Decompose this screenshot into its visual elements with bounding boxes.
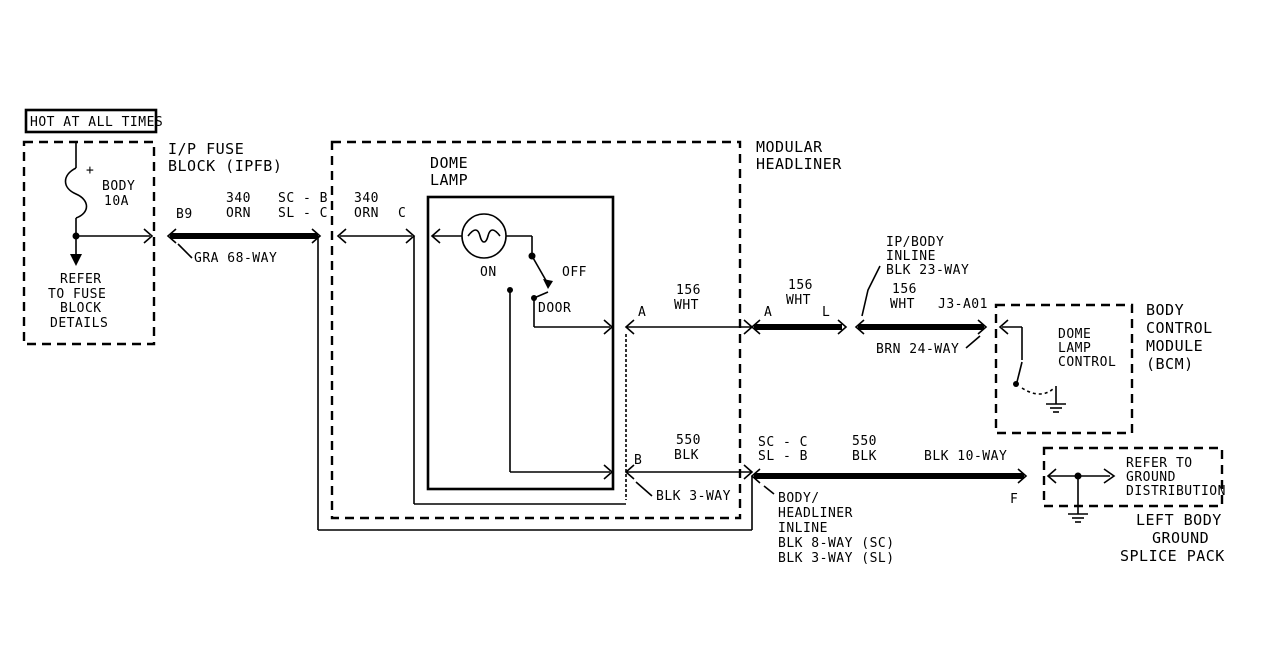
svg-text:BLK 3-WAY (SL): BLK 3-WAY (SL) [778,551,895,566]
connector-brn-24-way: BRN 24-WAY [876,342,959,357]
ground-distribution-ref: REFER TO [1126,456,1193,471]
svg-text:CONTROL: CONTROL [1146,319,1213,337]
svg-text:MODULE: MODULE [1146,337,1203,355]
left-body-ground-title: LEFT BODY [1136,511,1222,529]
svg-text:BLK: BLK [674,448,699,463]
svg-text:SPLICE PACK: SPLICE PACK [1120,547,1225,565]
svg-text:WHT: WHT [786,293,811,308]
svg-text:CONTROL: CONTROL [1058,355,1116,370]
svg-text:L: L [822,305,830,320]
svg-text:BLK 23-WAY: BLK 23-WAY [886,263,969,278]
fuse-name: BODY [102,179,135,194]
svg-text:B9: B9 [176,207,193,222]
svg-text:B: B [634,453,642,468]
svg-text:SC - C: SC - C [758,435,808,450]
dome-lamp-control-label: DOME [1058,327,1091,342]
hot-at-all-times-box [24,108,158,134]
svg-text:HEADLINER: HEADLINER [778,506,853,521]
svg-text:156: 156 [788,278,813,293]
svg-text:340: 340 [354,191,379,206]
svg-text:TO FUSE: TO FUSE [48,287,106,302]
svg-text:SC - B: SC - B [278,191,328,206]
svg-text:+: + [86,163,94,178]
fuse-rating: 10A [104,194,129,209]
ip-body-inline-label: IP/BODY [886,235,944,250]
connector-blk-10-way: BLK 10-WAY [924,449,1007,464]
svg-text:550: 550 [676,433,701,448]
bcm-outline [994,303,1134,435]
svg-text:BLOCK: BLOCK [60,301,102,316]
switch-off-label: OFF [562,265,587,280]
svg-text:LAMP: LAMP [1058,341,1091,356]
svg-text:LAMP: LAMP [430,171,468,189]
svg-text:WHT: WHT [890,297,915,312]
svg-text:DISTRIBUTION: DISTRIBUTION [1126,484,1226,499]
svg-text:SL - B: SL - B [758,449,808,464]
ground-splice-pack-outline [1042,446,1224,508]
svg-text:INLINE: INLINE [778,521,828,536]
svg-text:GRA 68-WAY: GRA 68-WAY [194,251,277,266]
svg-text:BLK 8-WAY (SC): BLK 8-WAY (SC) [778,536,895,551]
svg-text:(BCM): (BCM) [1146,355,1194,373]
svg-text:BLK: BLK [852,449,877,464]
bcm-title: BODY [1146,301,1184,319]
fuse-symbol [64,167,88,219]
svg-text:SL - C: SL - C [278,206,328,221]
svg-text:GROUND: GROUND [1152,529,1209,547]
fuse-block-outline [22,140,156,346]
switch-door-label: DOOR [538,301,571,316]
svg-text:DETAILS: DETAILS [50,316,108,331]
svg-text:WHT: WHT [674,298,699,313]
svg-text:F: F [1010,492,1018,507]
modular-headliner-outline [330,140,742,520]
svg-text:ORN: ORN [226,206,251,221]
hot-at-all-times-label: HOT AT ALL TIMES [30,115,163,130]
svg-text:C: C [398,206,406,221]
switch-on-label: ON [480,265,497,280]
svg-text:GROUND: GROUND [1126,470,1176,485]
svg-text:A: A [764,305,772,320]
svg-text:REFER: REFER [60,272,102,287]
svg-text:156: 156 [676,283,701,298]
svg-text:BLOCK (IPFB): BLOCK (IPFB) [168,157,282,175]
ipfb-title: I/P FUSE [168,140,244,158]
svg-text:INLINE: INLINE [886,249,936,264]
dome-lamp-title: DOME [430,154,468,172]
svg-text:HEADLINER: HEADLINER [756,155,842,173]
svg-text:J3-A01: J3-A01 [938,297,988,312]
svg-text:340: 340 [226,191,251,206]
switch-blade [531,255,549,285]
svg-text:156: 156 [892,282,917,297]
svg-text:ORN: ORN [354,206,379,221]
svg-text:A: A [638,305,646,320]
body-headliner-inline-label: BODY/ [778,491,820,506]
modular-headliner-title: MODULAR [756,138,823,156]
connector-blk-3-way: BLK 3-WAY [656,489,731,504]
svg-text:550: 550 [852,434,877,449]
dome-lamp-box [426,195,615,491]
